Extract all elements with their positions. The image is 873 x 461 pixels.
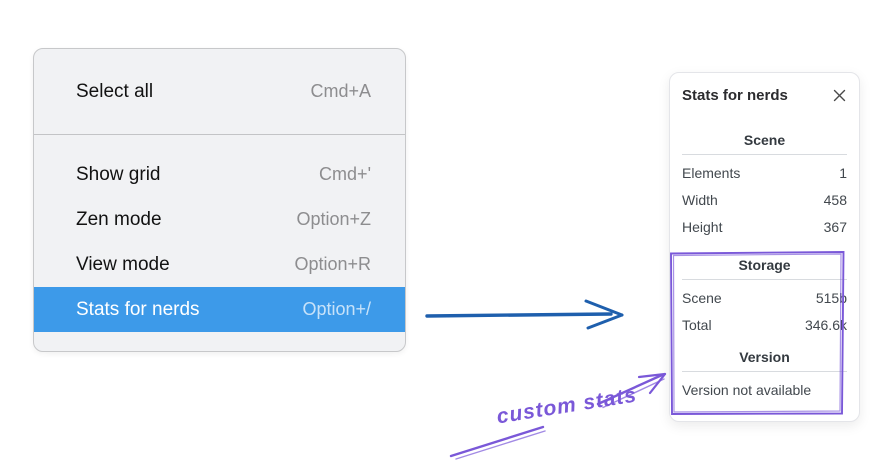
menu-item-shortcut: Option+R [294,254,371,274]
stat-label: Elements [682,165,741,181]
menu-item-shortcut: Cmd+A [310,81,371,101]
stat-value: 367 [823,219,847,235]
menu-item-zen-mode[interactable]: Zen mode Option+Z [34,197,405,242]
menu-item-label: Stats for nerds [76,298,200,320]
stats-panel-title: Stats for nerds [682,87,788,104]
menu-to-panel-arrow [425,299,624,330]
menu-item-select-all[interactable]: Select all Cmd+A [34,69,405,114]
close-button[interactable] [831,88,847,104]
stats-panel: Stats for nerds Scene Elements 1 Width 4… [669,72,860,422]
menu-item-view-mode[interactable]: View mode Option+R [34,242,405,287]
stat-value: 458 [823,192,847,208]
section-divider [682,371,847,372]
stat-value: 346.6k [804,317,847,333]
section-heading-storage: Storage [738,257,791,273]
stats-panel-header: Stats for nerds [682,87,847,104]
context-menu: Select all Cmd+A Show grid Cmd+' Zen mod… [33,48,406,352]
menu-item-label: Select all [76,80,154,102]
stat-value: 515b [815,290,847,306]
close-icon [833,89,845,102]
stat-row-scene-storage: Scene 515b [682,285,847,312]
menu-item-shortcut: Option+/ [302,299,371,319]
custom-stats-arrow [449,372,667,460]
stat-row-elements: Elements 1 [682,160,847,187]
stat-row-height: Height 367 [682,214,847,241]
menu-separator [34,134,405,135]
stat-value: 1 [839,165,847,181]
menu-item-shortcut: Cmd+' [319,164,371,184]
section-heading-scene: Scene [743,132,786,148]
menu-item-show-grid[interactable]: Show grid Cmd+' [34,152,405,197]
menu-item-stats-for-nerds[interactable]: Stats for nerds Option+/ [34,287,405,332]
menu-item-shortcut: Option+Z [296,209,371,229]
stat-label: Height [682,219,723,235]
section-heading-version: Version [739,349,790,365]
stat-row-total-storage: Total 346.6k [682,312,847,339]
menu-item-label: View mode [76,253,170,275]
section-divider [682,279,847,280]
stat-label: Scene [682,290,722,306]
menu-item-label: Zen mode [76,208,162,230]
stat-label: Width [682,192,718,208]
custom-stats-annotation: custom stats [495,383,639,429]
section-divider [682,154,847,155]
stat-label: Total [682,317,712,333]
menu-item-label: Show grid [76,163,161,185]
stat-row-width: Width 458 [682,187,847,214]
version-note: Version not available [682,382,812,398]
